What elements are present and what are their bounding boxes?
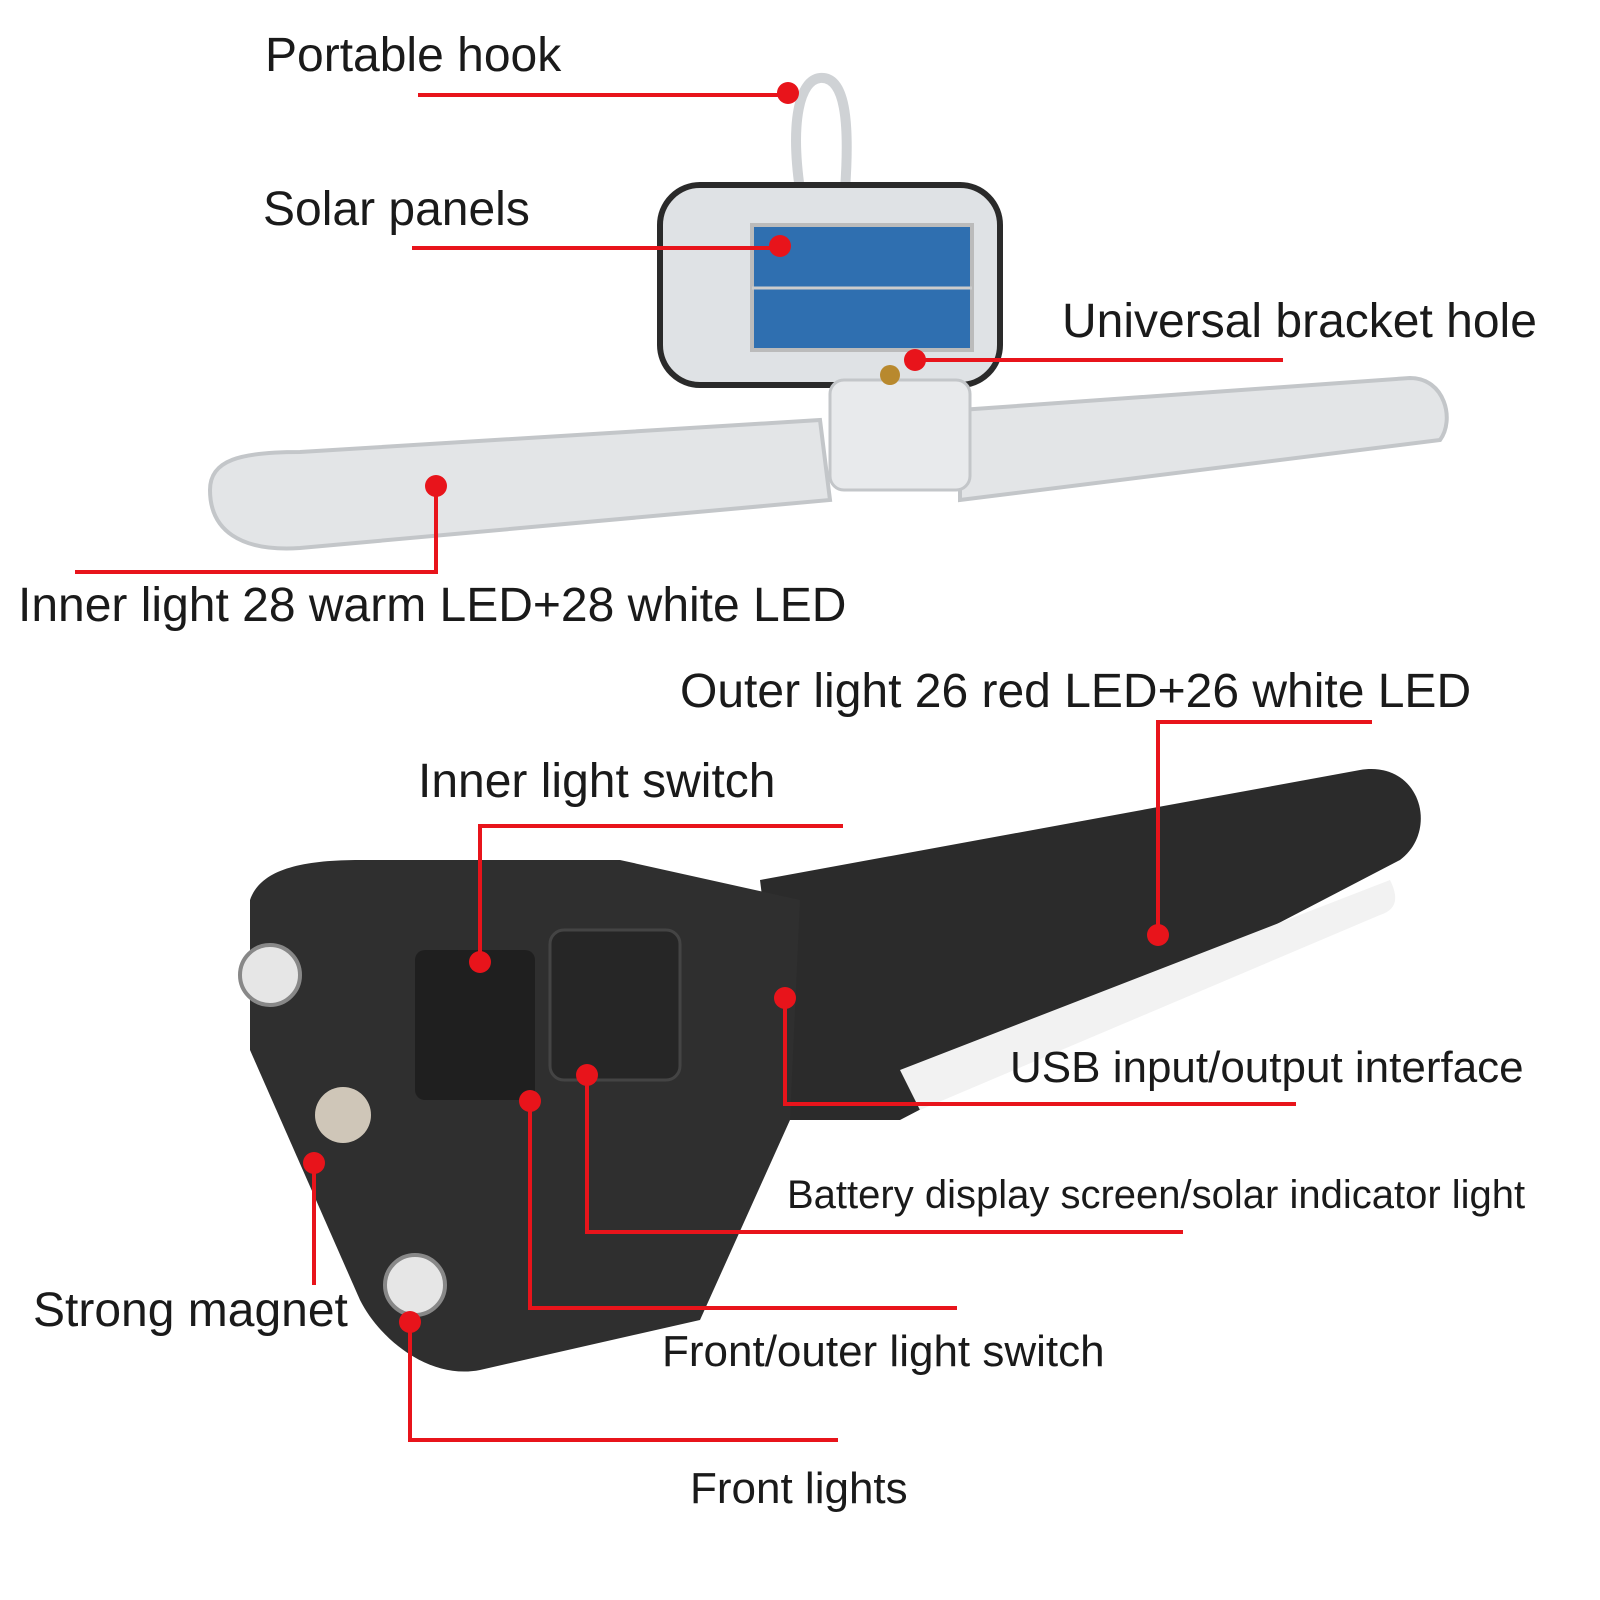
label-bracket-hole: Universal bracket hole bbox=[1062, 295, 1537, 348]
right-arm bbox=[958, 375, 1449, 503]
label-front-lights: Front lights bbox=[690, 1464, 908, 1513]
handle bbox=[760, 769, 1421, 1120]
leader-usb bbox=[783, 998, 1296, 1106]
leader-front-lights bbox=[408, 1322, 838, 1442]
bracket-hole bbox=[880, 365, 900, 385]
unfolded-lamp bbox=[207, 73, 1449, 551]
label-usb: USB input/output interface bbox=[1010, 1043, 1524, 1092]
outer-led-strip bbox=[900, 880, 1396, 1110]
label-inner-light: Inner light 28 warm LED+28 white LED bbox=[18, 579, 847, 632]
label-front-outer-switch: Front/outer light switch bbox=[662, 1327, 1105, 1376]
label-strong-magnet: Strong magnet bbox=[33, 1284, 348, 1337]
left-arm bbox=[207, 417, 833, 551]
leader-lines bbox=[75, 93, 1372, 1442]
front-light-bottom bbox=[383, 1253, 447, 1317]
label-battery-display: Battery display screen/solar indicator l… bbox=[787, 1173, 1526, 1217]
usb-cover bbox=[548, 928, 682, 1082]
label-solar-panels: Solar panels bbox=[263, 183, 530, 236]
label-portable-hook: Portable hook bbox=[265, 29, 562, 82]
label-outer-light: Outer light 26 red LED+26 white LED bbox=[680, 665, 1472, 718]
control-panel bbox=[415, 950, 535, 1100]
folded-flashlight bbox=[238, 769, 1421, 1372]
leader-inner-light bbox=[75, 486, 438, 574]
magnet bbox=[315, 1087, 371, 1143]
hook bbox=[791, 73, 852, 191]
hinge bbox=[828, 378, 972, 492]
leader-dots bbox=[303, 82, 1169, 1333]
leader-front-outer-switch bbox=[528, 1101, 957, 1310]
label-inner-switch: Inner light switch bbox=[418, 755, 776, 808]
front-light-top bbox=[238, 943, 302, 1007]
leader-outer-light bbox=[1156, 720, 1372, 935]
leader-inner-switch bbox=[478, 824, 843, 962]
leader-battery bbox=[585, 1075, 1183, 1234]
